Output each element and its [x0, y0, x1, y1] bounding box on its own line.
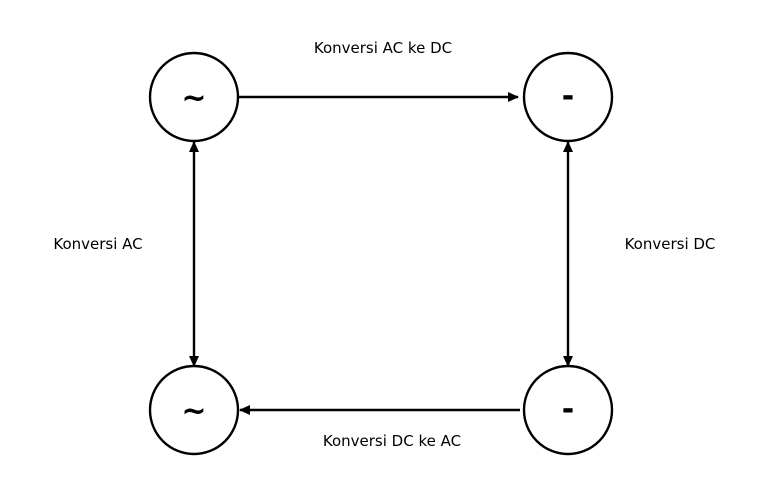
- node-dc-source-bottom: -: [522, 364, 614, 456]
- ac-wave-icon: ~: [181, 394, 206, 429]
- dc-minus-icon: -: [562, 392, 574, 427]
- label-ac-conversion: Konversi AC: [53, 235, 142, 253]
- label-dc-conversion: Konversi DC: [625, 235, 716, 253]
- label-ac-to-dc: Konversi AC ke DC: [314, 39, 452, 57]
- node-ac-source-top: ~: [148, 51, 240, 143]
- label-dc-to-ac: Konversi DC ke AC: [323, 432, 461, 450]
- ac-wave-icon: ~: [181, 81, 206, 116]
- node-ac-source-bottom: ~: [148, 364, 240, 456]
- node-dc-source-top: -: [522, 51, 614, 143]
- dc-minus-icon: -: [562, 79, 574, 114]
